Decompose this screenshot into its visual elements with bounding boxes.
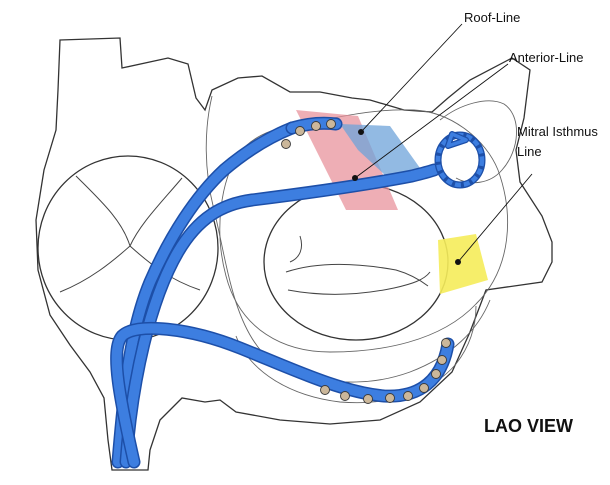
electrode (364, 395, 373, 404)
electrode (341, 392, 350, 401)
roof-line-dot (358, 129, 364, 135)
mitral-isthmus-label-line2: Line (517, 144, 542, 159)
anterior-line-label: Anterior-Line (509, 50, 583, 65)
view-label: LAO VIEW (484, 416, 573, 436)
anterior-line-dot (352, 175, 358, 181)
electrode (327, 120, 336, 129)
electrode (420, 384, 429, 393)
electrode (321, 386, 330, 395)
electrode (442, 339, 451, 348)
electrode (404, 392, 413, 401)
electrode (282, 140, 291, 149)
electrode (432, 370, 441, 379)
electrode (386, 394, 395, 403)
mitral-isthmus-label-line1: Mitral Isthmus (517, 124, 598, 139)
electrode (312, 122, 321, 131)
electrode (438, 356, 447, 365)
roof-line-label: Roof-Line (464, 10, 520, 25)
electrode (296, 127, 305, 136)
mitral-isthmus-dot (455, 259, 461, 265)
